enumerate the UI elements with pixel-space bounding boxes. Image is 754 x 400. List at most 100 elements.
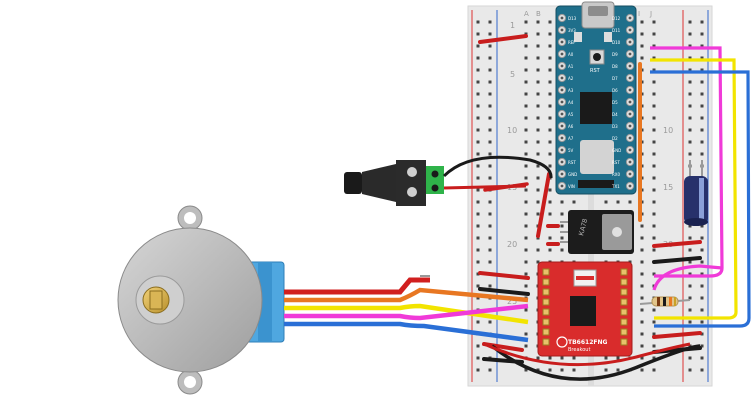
breadboard-hole [524,140,528,144]
breadboard-hole [688,44,692,48]
breadboard-hole [536,188,540,192]
breadboard-hole [476,272,480,276]
nano-pin-hole [628,52,632,56]
breadboard-hole [476,164,480,168]
nano-pin-hole [628,184,632,188]
breadboard-hole [688,128,692,132]
breadboard-hole [688,80,692,84]
nano-pin-hole [560,136,564,140]
breadboard-hole [700,356,704,360]
breadboard-hole [700,44,704,48]
nano-pin-label: D5 [612,100,618,105]
breadboard-hole [476,56,480,60]
breadboard-hole [640,308,644,312]
nano-pin-label: VIN [568,184,575,189]
driver-pin [542,268,550,276]
breadboard-hole [572,200,576,204]
nano-pin-label: D2 [612,136,618,141]
breadboard-hole [640,224,644,228]
breadboard-hole [488,140,492,144]
breadboard-hole [524,92,528,96]
breadboard-hole [536,56,540,60]
breadboard-hole [488,200,492,204]
breadboard-hole [524,248,528,252]
nano-pin-hole [628,40,632,44]
voltage-regulator: KA78 [560,210,634,254]
electrolytic-capacitor [684,160,708,226]
breadboard-hole [700,20,704,24]
nano-pin-label: RST [612,160,620,165]
breadboard-hole [476,284,480,288]
breadboard-hole [488,92,492,96]
breadboard-hole [536,164,540,168]
breadboard-hole [524,236,528,240]
breadboard-hole [572,368,576,372]
breadboard-hole [536,92,540,96]
driver-pins [542,268,628,346]
nano-pin-label: RX0 [612,172,621,177]
breadboard-hole [548,80,552,84]
breadboard-hole [548,92,552,96]
breadboard-hole [488,104,492,108]
nano-pin-hole [560,88,564,92]
breadboard-hole [476,296,480,300]
nano-pin-hole [628,112,632,116]
row-number: 5 [510,70,515,79]
breadboard-hole [560,248,564,252]
driver-pin [542,338,550,346]
breadboard-hole [476,80,480,84]
breadboard-hole [700,68,704,72]
row-number: 10 [663,126,673,135]
breadboard-hole [560,224,564,228]
nano-pin-hole [628,76,632,80]
nano-pin-label: D12 [612,16,621,21]
nano-pin-hole [628,124,632,128]
breadboard-hole [700,320,704,324]
nano-pin-label: D8 [612,64,618,69]
driver-pin [620,338,628,346]
breadboard-hole [688,248,692,252]
breadboard-hole [488,176,492,180]
breadboard-hole [548,32,552,36]
nano-pin-label: A2 [568,76,574,81]
breadboard-hole [524,272,528,276]
breadboard-hole [536,356,540,360]
breadboard-hole [548,188,552,192]
regulator-label: KA78 [578,218,589,236]
microcontroller-chip [580,92,612,124]
breadboard-hole [488,20,492,24]
breadboard-hole [652,140,656,144]
breadboard-hole [604,368,608,372]
breadboard-hole [604,356,608,360]
breadboard-hole [616,368,620,372]
breadboard-hole [476,128,480,132]
breadboard-hole [652,200,656,204]
breadboard-hole [700,80,704,84]
breadboard-hole [488,368,492,372]
breadboard-hole [524,152,528,156]
breadboard-hole [688,68,692,72]
column-letter: J [649,10,652,18]
breadboard-hole [476,188,480,192]
row-number: 25 [507,297,517,306]
column-letter: A [524,10,529,18]
breadboard-hole [640,44,644,48]
breadboard-hole [640,284,644,288]
breadboard-hole [688,140,692,144]
breadboard-hole [640,248,644,252]
breadboard-hole [524,188,528,192]
breadboard-hole [700,272,704,276]
breadboard-hole [560,200,564,204]
breadboard-hole [688,284,692,288]
stepper-motor [117,205,285,395]
breadboard-hole [524,368,528,372]
breadboard-hole [476,260,480,264]
breadboard-hole [524,44,528,48]
breadboard-hole [688,20,692,24]
driver-pin [620,278,628,286]
breadboard-hole [616,200,620,204]
breadboard-hole [548,140,552,144]
nano-pin-hole [560,172,564,176]
breadboard-hole [616,356,620,360]
